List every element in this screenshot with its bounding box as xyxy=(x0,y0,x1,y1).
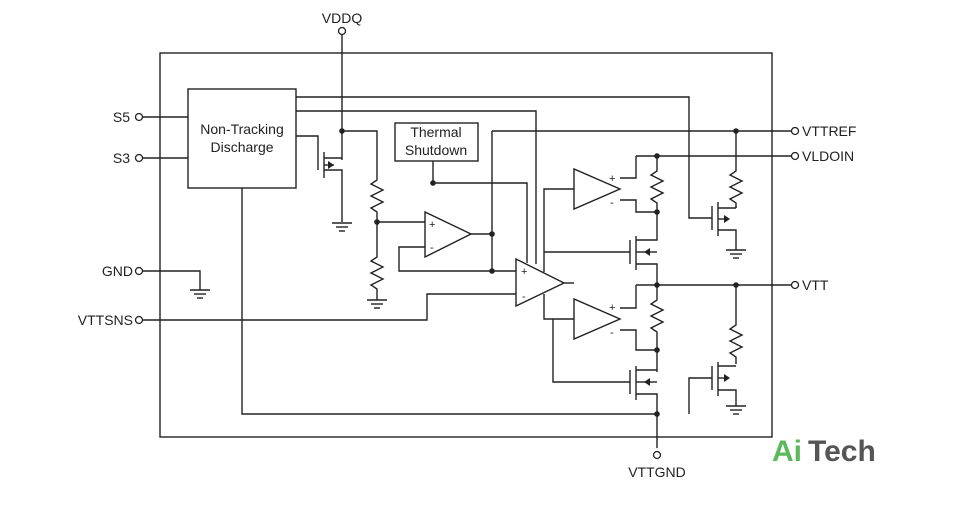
discharge-top-line xyxy=(296,96,712,219)
thermal-shutdown-block: Thermal Shutdown xyxy=(394,122,479,162)
discharge-label-line2: Discharge xyxy=(210,139,273,155)
svg-text:+: + xyxy=(609,173,615,185)
discharge-bottom-line xyxy=(241,188,656,415)
thermal-label-line2: Shutdown xyxy=(405,142,467,158)
lower-gate-driver-opamp: + - xyxy=(573,285,657,351)
svg-text:+: + xyxy=(521,266,527,278)
pin-vldoin-label: VLDOIN xyxy=(802,148,854,164)
pin-vldoin: VLDOIN xyxy=(790,148,854,164)
vtt-error-amplifier: + - xyxy=(515,188,574,320)
svg-text:-: - xyxy=(610,327,614,339)
pin-gnd: GND xyxy=(102,263,211,299)
pin-vttsns: VTTSNS xyxy=(78,293,516,328)
discharge-label-line1: Non-Tracking xyxy=(200,121,284,137)
thermal-enable-line xyxy=(430,161,528,263)
svg-text:-: - xyxy=(610,197,614,209)
low-side-pass-mosfet xyxy=(552,319,660,448)
vddq-discharge-mosfet xyxy=(296,135,353,232)
pin-vttsns-label: VTTSNS xyxy=(78,312,133,328)
pin-vttgnd: VTTGND xyxy=(628,450,686,480)
pin-vtt-label: VTT xyxy=(802,277,829,293)
aitech-watermark-logo: Ai Tech xyxy=(772,435,876,468)
pin-gnd-label: GND xyxy=(102,263,133,279)
pin-vttref: VTTREF xyxy=(736,123,856,139)
svg-text:+: + xyxy=(609,302,615,314)
pin-s5: S5 xyxy=(113,109,188,125)
watermark-part-a: Ai xyxy=(772,435,802,468)
svg-text:+: + xyxy=(429,219,435,231)
pin-vttref-label: VTTREF xyxy=(802,123,856,139)
non-tracking-discharge-block: Non-Tracking Discharge xyxy=(187,88,297,189)
pin-vddq-label: VDDQ xyxy=(322,10,363,26)
discharge-mid-line xyxy=(296,110,537,264)
vldoin-rail xyxy=(636,153,792,236)
upper-gate-driver-opamp: + - xyxy=(573,156,657,213)
svg-text:-: - xyxy=(430,242,434,254)
watermark-part-b: Tech xyxy=(808,435,876,468)
pin-vtt: VTT xyxy=(790,277,829,293)
svg-text:-: - xyxy=(522,291,526,303)
reference-divider xyxy=(366,174,425,309)
pin-s3: S3 xyxy=(113,150,188,166)
vtt-discharge-branch xyxy=(688,285,747,415)
reference-buffer-opamp: + - xyxy=(398,130,736,274)
pin-vttgnd-label: VTTGND xyxy=(628,464,686,480)
thermal-label-line1: Thermal xyxy=(410,124,461,140)
high-side-pass-mosfet xyxy=(544,236,658,285)
pin-s5-label: S5 xyxy=(113,109,130,125)
pin-s3-label: S3 xyxy=(113,150,130,166)
